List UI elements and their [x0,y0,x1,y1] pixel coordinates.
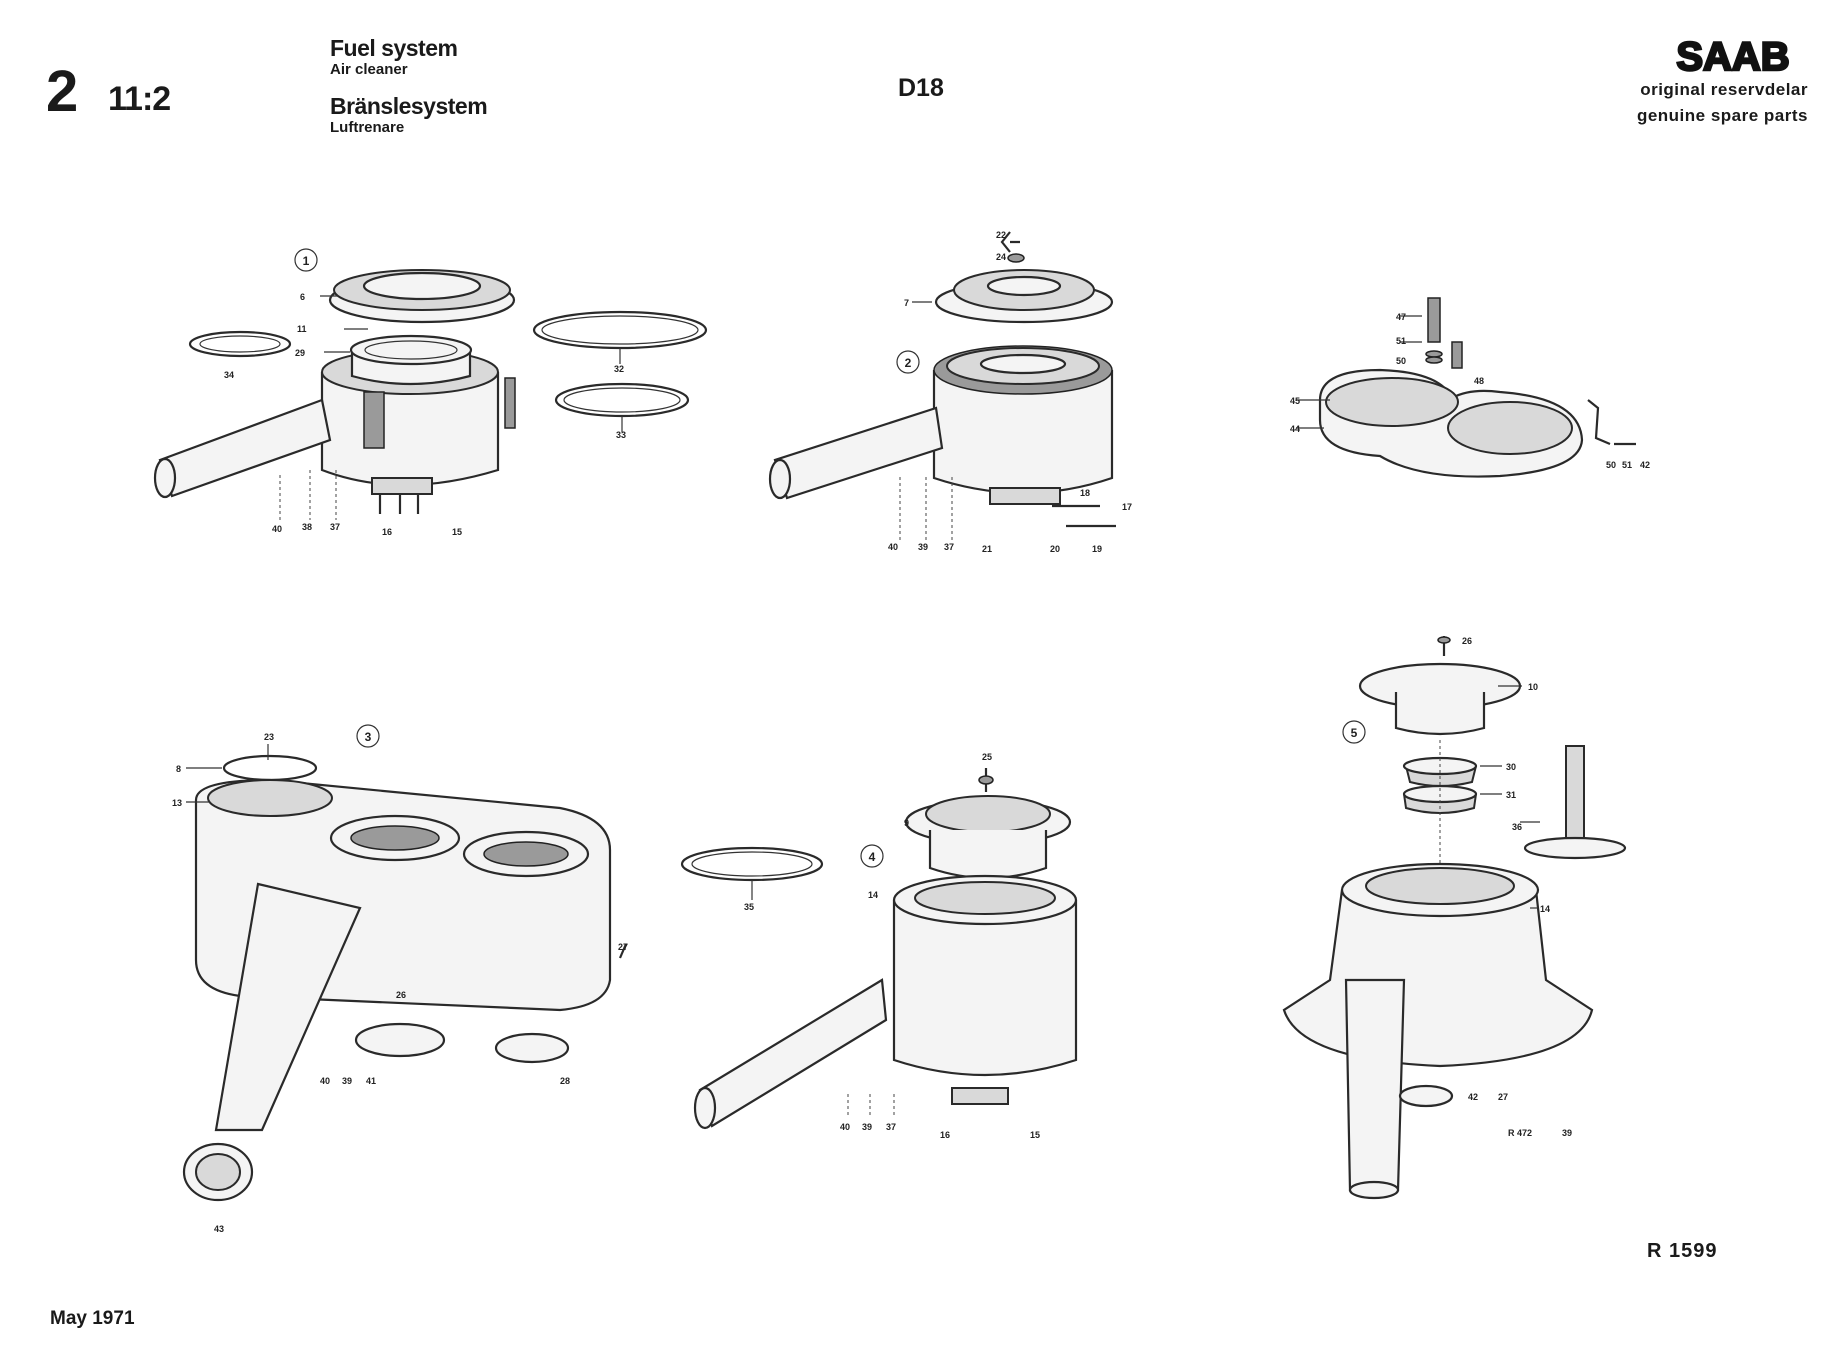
part-number: 16 [382,527,392,537]
part-number: 13 [172,798,182,808]
part-number: 42 [1640,460,1650,470]
part-number: 39 [1562,1128,1572,1138]
air-cleaner-variant-4: 3 23 8 13 26 27 40 39 41 28 43 [172,724,628,1234]
callout-circle-5 [1342,720,1366,744]
part-number: 43 [214,1224,224,1234]
title-english: Fuel system [330,35,458,61]
part-number: 32 [614,364,624,374]
part-number: 42 [1468,1092,1478,1102]
part-number: 39 [918,542,928,552]
part-number: 37 [944,542,954,552]
part-number: 47 [1396,312,1406,322]
part-number: 37 [886,1122,896,1132]
part-number: 15 [452,527,462,537]
part-number: 40 [320,1076,330,1086]
part-number: 35 [744,902,754,912]
callout-5: 5 [1351,726,1358,740]
part-number: 20 [1050,544,1060,554]
part-number: 48 [1474,376,1484,386]
tagline-english: genuine spare parts [1636,106,1808,125]
saab-logo-text: SAAB [1676,35,1789,78]
publication-date: May 1971 [50,1308,135,1329]
part-number: 25 [982,752,992,762]
part-number: 8 [176,764,181,774]
part-number: 18 [1080,488,1090,498]
callout-circle-3 [356,724,380,748]
part-number: 39 [342,1076,352,1086]
part-number: 14 [868,890,878,900]
part-number: 28 [560,1076,570,1086]
section-number: 2 [46,59,78,124]
air-cleaner-variant-1: 1 6 11 29 34 32 33 40 38 [153,248,708,537]
part-number: 21 [982,544,992,554]
part-number: 39 [862,1122,872,1132]
saab-logo: SAAB [1675,34,1791,78]
part-number: 26 [396,990,406,1000]
title-swedish: Bränslesystem [330,93,488,119]
part-number: 40 [840,1122,850,1132]
callout-circle-4 [860,844,884,868]
part-number: 31 [1506,790,1516,800]
part-number: 36 [1512,822,1522,832]
part-number: 19 [1092,544,1102,554]
part-number: 40 [888,542,898,552]
part-number: 26 [1462,636,1472,646]
part-number: 34 [224,370,234,380]
part-number: 27 [618,942,628,952]
part-number: 14 [1540,904,1550,914]
callout-3: 3 [365,730,372,744]
part-number: 22 [996,230,1006,240]
callout-circle-2 [896,350,920,374]
air-cleaner-variant-2: 2 22 24 7 40 39 37 21 18 17 20 19 [768,230,1132,554]
subtitle-english: Air cleaner [330,61,408,78]
part-number: 11 [297,324,307,334]
tagline-swedish: original reservdelar [1640,80,1808,99]
part-number: 29 [295,348,305,358]
part-number: 7 [904,298,909,308]
part-number: 27 [1498,1092,1508,1102]
part-number: 45 [1290,396,1300,406]
part-number: 15 [1030,1130,1040,1140]
air-cleaner-variant-3: 47 51 50 48 45 44 50 51 42 [1290,297,1650,478]
air-cleaner-variant-6: 5 26 10 30 31 36 14 42 27 39 R 472 [1282,636,1627,1200]
part-number: R 472 [1508,1128,1532,1138]
part-number: 51 [1622,460,1632,470]
part-number: 50 [1606,460,1616,470]
part-number: 16 [940,1130,950,1140]
part-number: 10 [1528,682,1538,692]
part-number: 23 [264,732,274,742]
callout-2: 2 [905,356,912,370]
part-number: 38 [302,522,312,532]
subtitle-swedish: Luftrenare [330,119,405,136]
callout-circle-1 [294,248,318,272]
part-number: 37 [330,522,340,532]
part-number: 24 [996,252,1006,262]
subsection-number: 11:2 [108,80,171,118]
model-code: D18 [898,74,944,102]
part-number: 33 [616,430,626,440]
air-cleaner-variant-5: 4 25 9 14 35 40 39 37 16 15 [680,752,1078,1140]
part-number: 40 [272,524,282,534]
part-number: 50 [1396,356,1406,366]
callout-4: 4 [869,850,876,864]
part-number: 51 [1396,336,1406,346]
part-number: 44 [1290,424,1300,434]
part-number: 6 [300,292,305,302]
callout-1: 1 [303,254,310,268]
part-number: 17 [1122,502,1132,512]
part-number: 30 [1506,762,1516,772]
part-number: 41 [366,1076,376,1086]
part-number: 9 [904,818,909,828]
drawing-reference: R 1599 [1647,1240,1718,1262]
